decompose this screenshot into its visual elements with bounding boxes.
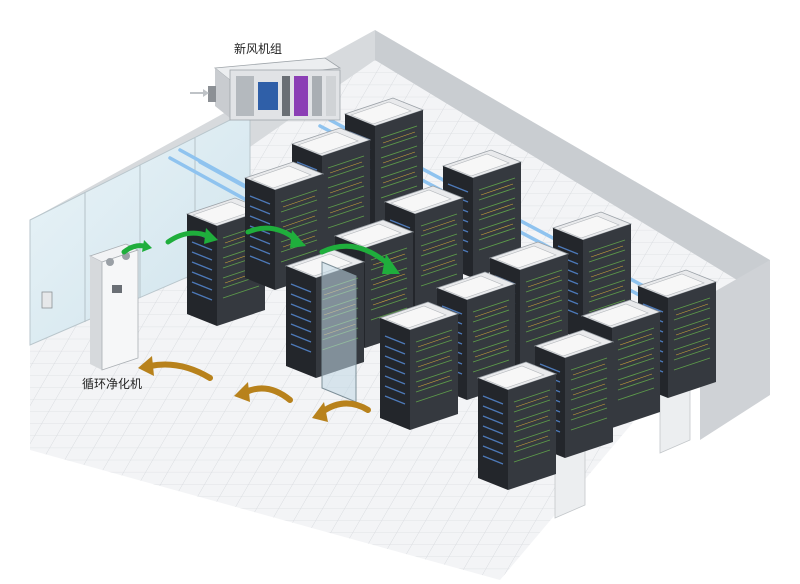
open-rack-door — [321, 261, 357, 403]
return-arrowheads — [138, 356, 328, 422]
purifier-unit — [88, 243, 140, 371]
supply-arrowheads — [142, 228, 400, 274]
purifier-label: 循环净化机 — [82, 377, 143, 391]
wall-switch — [41, 291, 53, 309]
back-wall-right — [375, 30, 770, 300]
supply-airflow-arrows — [121, 225, 391, 267]
fresh-air-unit-label: 新风机组 — [234, 42, 283, 56]
right-wall — [700, 260, 770, 440]
return-airflow-arrows — [147, 361, 371, 415]
fresh-air-unit — [190, 57, 342, 121]
